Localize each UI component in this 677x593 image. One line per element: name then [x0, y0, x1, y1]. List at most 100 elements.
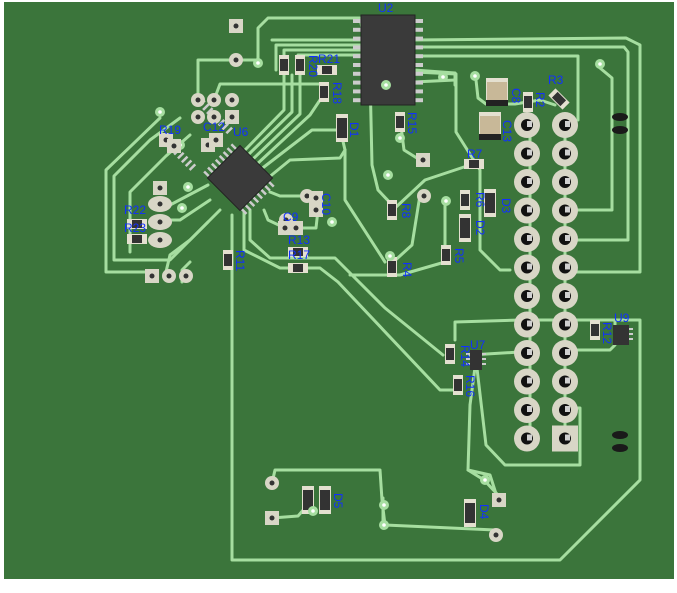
ic-u9[interactable] [613, 325, 633, 345]
header-pin[interactable] [552, 197, 578, 224]
svg-text:R8: R8 [399, 203, 413, 219]
label-c10: C10 [319, 193, 333, 215]
header-pin[interactable] [552, 425, 578, 452]
label-d4: D4 [477, 504, 491, 520]
ic-u7[interactable] [466, 350, 486, 370]
svg-text:C8: C8 [509, 88, 523, 104]
via [148, 232, 172, 248]
resistor[interactable] [317, 65, 337, 75]
header-pin[interactable] [514, 197, 540, 224]
svg-text:D2: D2 [473, 220, 487, 236]
vias [145, 19, 605, 542]
svg-text:D4: D4 [477, 504, 491, 520]
header-pin[interactable] [514, 425, 540, 452]
via [148, 214, 172, 230]
svg-text:R2: R2 [533, 92, 547, 108]
header-pin[interactable] [552, 254, 578, 281]
header-pin[interactable] [552, 311, 578, 338]
via [155, 107, 165, 117]
header-pin[interactable] [552, 112, 578, 138]
header-pin[interactable] [552, 169, 578, 195]
via [470, 71, 480, 81]
diode[interactable] [464, 499, 476, 527]
label-c8: C8 [509, 88, 523, 104]
header-pin[interactable] [514, 368, 540, 395]
header-pin[interactable] [514, 254, 540, 281]
header-pin[interactable] [514, 340, 540, 366]
label-r19: R19 [159, 123, 181, 137]
header-pin[interactable] [552, 283, 578, 309]
resistor[interactable] [387, 257, 397, 277]
label-r12: R12 [600, 322, 614, 344]
label-r15: R15 [405, 112, 419, 134]
label-r22: R22 [124, 203, 146, 217]
header-pin[interactable] [552, 140, 578, 167]
label-r5: R5 [452, 248, 466, 264]
svg-text:R14: R14 [458, 345, 472, 367]
resistor[interactable] [295, 55, 305, 75]
header-pin[interactable] [552, 226, 578, 252]
via [595, 59, 605, 69]
resistor[interactable] [395, 112, 405, 132]
resistor[interactable] [319, 82, 329, 102]
header-pin[interactable] [514, 283, 540, 309]
capacitor[interactable] [479, 112, 501, 140]
pin-header [514, 112, 578, 452]
label-r7: R7 [467, 147, 483, 161]
resistor[interactable] [441, 245, 451, 265]
header-pin[interactable] [552, 340, 578, 366]
header-pin[interactable] [514, 311, 540, 338]
via [379, 520, 389, 530]
resistor[interactable] [460, 190, 470, 210]
diode[interactable] [336, 114, 348, 142]
resistor[interactable] [288, 247, 308, 257]
header-pin[interactable] [514, 140, 540, 167]
ic-u2[interactable] [353, 14, 423, 106]
resistor[interactable] [523, 92, 533, 112]
resistor[interactable] [288, 263, 308, 273]
label-u6: U6 [233, 125, 249, 139]
capacitor[interactable] [486, 78, 508, 106]
svg-text:R15: R15 [405, 112, 419, 134]
resistor[interactable] [464, 159, 484, 169]
header-pin[interactable] [514, 169, 540, 195]
label-r23: R23 [124, 221, 146, 235]
resistor[interactable] [590, 320, 600, 340]
resistor[interactable] [387, 200, 397, 220]
header-pin[interactable] [514, 226, 540, 252]
diode[interactable] [459, 214, 471, 242]
label-r13: R13 [288, 233, 310, 247]
via [265, 476, 279, 490]
via [492, 493, 506, 507]
svg-text:R12: R12 [600, 322, 614, 344]
svg-text:R6: R6 [473, 192, 487, 208]
resistor[interactable] [127, 234, 147, 244]
label-r16: R16 [463, 375, 477, 397]
resistor[interactable] [223, 250, 233, 270]
svg-text:R20: R20 [306, 55, 320, 77]
header-pin[interactable] [514, 112, 540, 138]
diode[interactable] [484, 189, 496, 217]
via [441, 196, 451, 206]
header-pin[interactable] [552, 368, 578, 395]
resistor[interactable] [548, 88, 570, 110]
resistor[interactable] [279, 55, 289, 75]
via [253, 58, 263, 68]
svg-text:R11: R11 [233, 250, 247, 271]
svg-text:R5: R5 [452, 248, 466, 264]
via [265, 511, 279, 525]
header-pin[interactable] [552, 397, 578, 423]
svg-text:D3: D3 [499, 198, 513, 214]
resistor[interactable] [127, 219, 147, 229]
mounting-hole-top [612, 113, 628, 134]
diode[interactable] [319, 486, 331, 514]
header-pin[interactable] [514, 397, 540, 423]
label-r3: R3 [548, 73, 564, 87]
via [327, 217, 337, 227]
via [225, 93, 239, 107]
via [229, 53, 243, 67]
resistor[interactable] [453, 375, 463, 395]
resistor[interactable] [445, 344, 455, 364]
via [177, 203, 187, 213]
via [229, 19, 243, 33]
